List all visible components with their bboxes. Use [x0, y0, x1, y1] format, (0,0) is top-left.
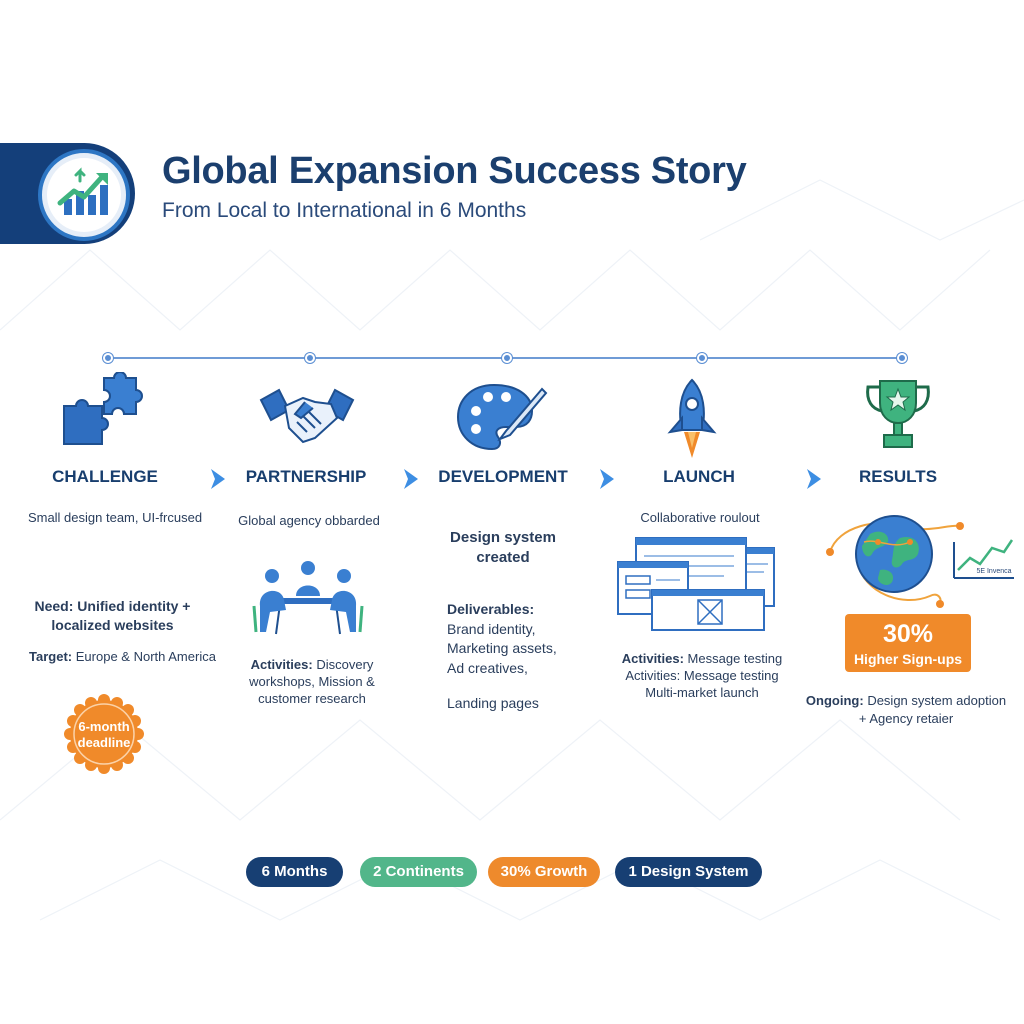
- timeline-dot: [305, 353, 315, 363]
- results-ongoing: Ongoing: Design system adoption: [800, 692, 1012, 709]
- activities-text: Discovery workshops, Mission & customer …: [249, 657, 375, 706]
- rocket-icon: [667, 378, 717, 458]
- target-label: Target:: [29, 649, 73, 664]
- deliverable-item: Marketing assets,: [447, 640, 557, 656]
- handshake-icon: [259, 388, 355, 444]
- activities-label: Activities:: [250, 657, 313, 672]
- deadline-seal: 6-month deadline: [63, 693, 145, 775]
- launch-activities-2: Activities: Message testing: [612, 667, 792, 684]
- challenge-need: Need: Unified identity + localized websi…: [25, 597, 200, 635]
- timeline-dot: [103, 353, 113, 363]
- chevron-right-icon: [807, 469, 821, 489]
- meeting-people-icon: [252, 561, 364, 635]
- results-ongoing-2: + Agency retaier: [858, 711, 954, 726]
- trophy-icon: [866, 380, 930, 448]
- result-text: Higher Sign-ups: [853, 651, 963, 667]
- launch-activities-3: Multi-market launch: [645, 685, 759, 700]
- page-title: Global Expansion Success Story: [162, 150, 747, 192]
- development-deliverables-label: Deliverables:: [447, 599, 587, 619]
- timeline-dot: [897, 353, 907, 363]
- partnership-text: Global agency obbarded: [238, 513, 380, 528]
- stage-label-launch: LAUNCH: [663, 467, 735, 486]
- activities-label: Activities:: [621, 651, 684, 666]
- ongoing-label: Ongoing:: [805, 693, 864, 708]
- launch-activities-1: Activities: Message testing: [612, 650, 792, 667]
- activities-label: Activities:: [625, 668, 681, 683]
- page-subtitle: From Local to International in 6 Months: [162, 199, 527, 222]
- target-text: Europe & North America: [75, 649, 216, 664]
- challenge-target: Target: Europe & North America: [15, 648, 230, 665]
- development-headline: Design system created: [450, 529, 556, 566]
- result-box: 30% Higher Sign-ups: [845, 614, 971, 672]
- deliverables-label: Deliverables:: [447, 601, 535, 617]
- chevron-right-icon: [211, 469, 225, 489]
- result-value: 30%: [882, 620, 934, 648]
- need-text: Unified identity + localized websites: [51, 598, 191, 633]
- pill-growth: 30% Growth: [488, 857, 600, 887]
- need-label: Need:: [34, 598, 74, 614]
- challenge-team-text: Small design team, UI-frcused: [27, 510, 203, 525]
- stage-label-challenge: CHALLENGE: [52, 467, 158, 486]
- logo: [38, 149, 130, 241]
- seal-text: 6-month deadline: [77, 719, 131, 750]
- timeline-dot: [502, 353, 512, 363]
- chevron-right-icon: [404, 469, 418, 489]
- stage-label-development: DEVELOPMENT: [438, 467, 568, 486]
- puzzle-icon: [63, 372, 143, 445]
- timeline-dot: [697, 353, 707, 363]
- ongoing-text: Design system adoption: [867, 693, 1007, 708]
- results-chart-caption: 5E Invenca: [976, 568, 1012, 575]
- pill-duration: 6 Months: [246, 857, 343, 887]
- stage-label-partnership: PARTNERSHIP: [245, 467, 367, 486]
- partnership-activities: Activities: Discovery workshops, Mission…: [232, 656, 392, 707]
- stage-label-results: RESULTS: [858, 467, 938, 486]
- globe-network-icon: [826, 515, 1014, 608]
- deliverable-item: Brand identity,: [447, 621, 536, 637]
- growth-chart-icon: [57, 167, 108, 215]
- deliverable-item: Ad creatives,: [447, 660, 528, 676]
- deliverable-item: Landing pages: [447, 695, 539, 711]
- pill-continents: 2 Continents: [360, 857, 477, 887]
- activities-text: Message testing: [683, 668, 779, 683]
- launch-headline: Collaborative roulout: [640, 510, 760, 525]
- seal-shape: [64, 694, 144, 774]
- activities-text: Message testing: [687, 651, 783, 666]
- pill-design-system: 1 Design System: [615, 857, 762, 887]
- palette-icon: [456, 383, 548, 451]
- chevron-right-icon: [600, 469, 614, 489]
- browser-windows-icon: [617, 537, 775, 631]
